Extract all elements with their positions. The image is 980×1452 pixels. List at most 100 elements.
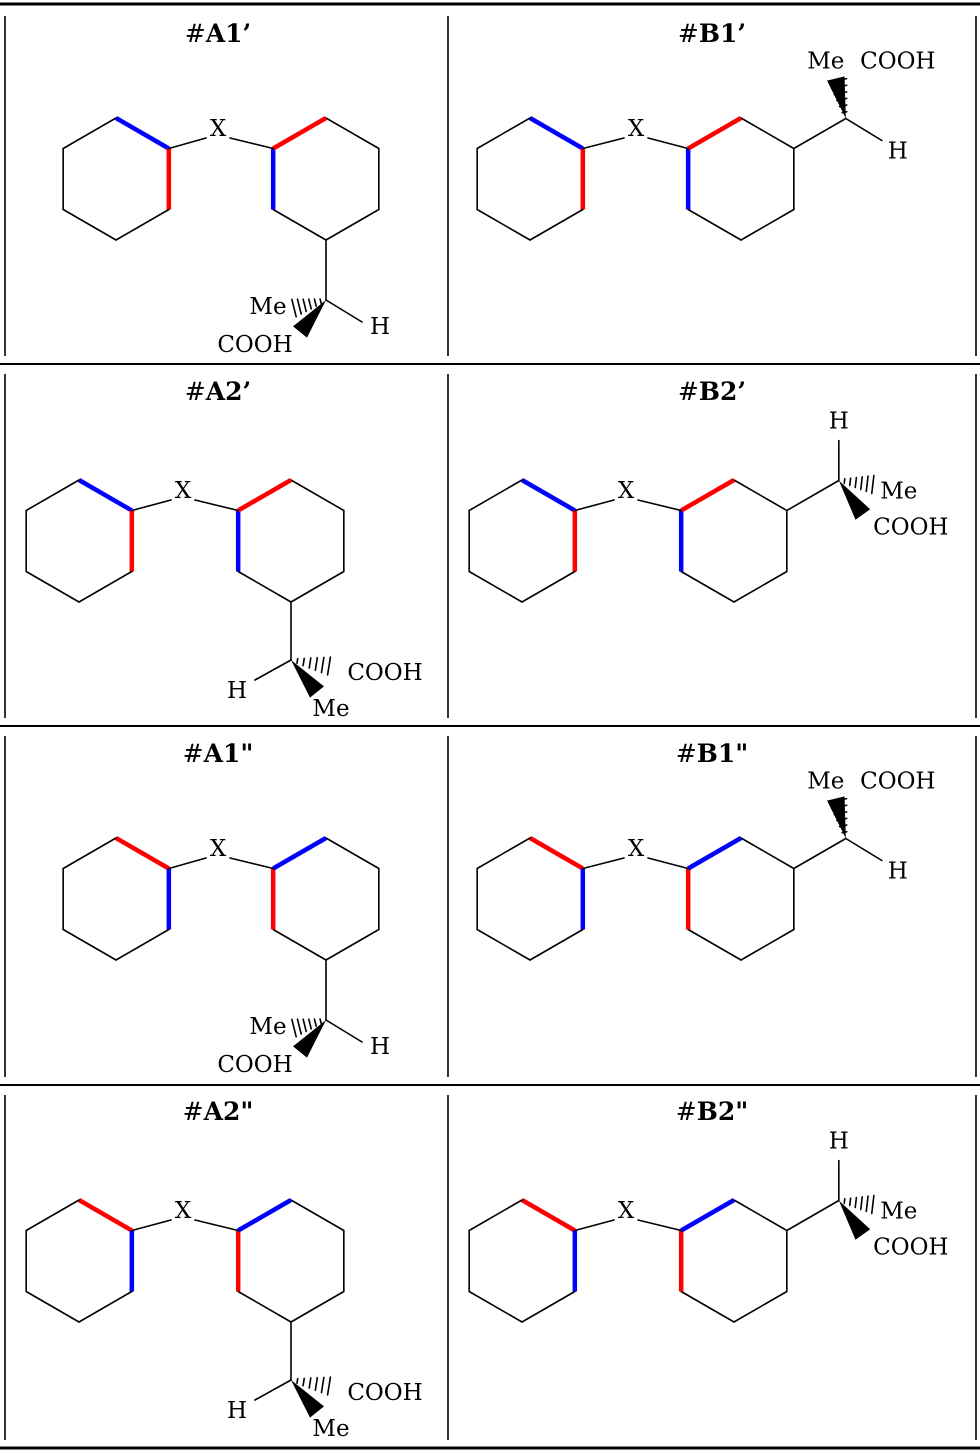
linker-x-label: X (210, 836, 227, 862)
cell-title: #B1" (676, 739, 749, 768)
right-ring-bond (325, 837, 380, 870)
hashed-wedge-line (296, 298, 302, 315)
cell-title: #B2’ (678, 377, 746, 406)
right-ring-bond (237, 570, 292, 603)
hashed-wedge-line (320, 1376, 325, 1394)
hashed-wedge-line (319, 298, 323, 305)
hashed-wedge-line (319, 1018, 323, 1025)
cell-title: #B1’ (678, 19, 746, 48)
left-ring-bond (529, 208, 584, 241)
title-label: B1’ (699, 19, 746, 48)
hashed-wedge-line (843, 1198, 846, 1205)
hashed-wedge-line (870, 1194, 875, 1215)
carboxyl-label: COOH (217, 332, 292, 358)
left-ring-bond (476, 928, 531, 961)
left-ring-bond (62, 837, 117, 870)
hydrogen-bond (254, 659, 292, 681)
hydrogen-label: H (888, 139, 908, 165)
hashed-wedge-line (302, 1018, 308, 1033)
hydrogen-bond (845, 837, 883, 862)
hashed-wedge-line (854, 1196, 858, 1209)
title-label: A1’ (205, 19, 252, 48)
solid-wedge (293, 300, 326, 338)
left-ring-bond (78, 1290, 133, 1323)
linker-x-label: X (210, 116, 227, 142)
linker-bond-left (131, 499, 172, 512)
title-prefix: # (676, 1097, 697, 1126)
hashed-wedge-line (870, 474, 875, 495)
cell-title: #A2’ (185, 377, 251, 406)
solid-wedge (838, 1200, 871, 1240)
carboxyl-label: COOH (347, 660, 422, 686)
linker-bond-right (194, 1219, 239, 1232)
right-ring-bond-colored (272, 836, 328, 871)
left-ring-bond (115, 928, 170, 961)
hashed-wedge-line (302, 657, 306, 667)
right-ring-bond (290, 1199, 345, 1232)
right-ring-bond (680, 1290, 735, 1323)
linker-bond-left (574, 499, 615, 512)
substituent-bond (786, 479, 840, 512)
right-ring-bond (290, 479, 345, 512)
cell-title: #B2" (676, 1097, 749, 1126)
left-ring-bond (25, 1290, 80, 1323)
hydrogen-label: H (888, 859, 908, 885)
hashed-wedge-line (320, 656, 325, 674)
cell-title: #A1" (183, 739, 254, 768)
title-prefix: # (678, 19, 699, 48)
left-ring-bond-colored (114, 116, 170, 151)
right-ring-bond (740, 928, 795, 961)
left-ring-bond (62, 117, 117, 150)
hydrogen-bond (845, 117, 883, 142)
hashed-wedge-line (326, 1376, 332, 1396)
linker-bond-left (168, 857, 207, 870)
left-ring-bond-colored (520, 1198, 576, 1233)
right-ring-bond (740, 837, 795, 870)
right-ring-bond-colored (272, 116, 328, 151)
hashed-wedge-line (314, 656, 319, 672)
methyl-label: Me (249, 1014, 286, 1040)
right-ring-bond (740, 117, 795, 150)
carboxyl-label: COOH (217, 1052, 292, 1078)
right-ring-bond (237, 1290, 292, 1323)
right-ring-bond (687, 208, 742, 241)
linker-bond-left (131, 1219, 172, 1232)
hashed-wedge-line (326, 656, 332, 676)
solid-wedge (838, 480, 871, 520)
left-ring-bond (476, 208, 531, 241)
solid-wedge (293, 1020, 326, 1058)
hydrogen-label: H (370, 314, 390, 340)
hashed-wedge-line (843, 478, 846, 485)
right-ring-bond (290, 570, 345, 603)
title-prefix: # (183, 1097, 204, 1126)
left-ring-bond (468, 570, 523, 603)
methyl-label: Me (807, 769, 844, 795)
hashed-wedge-line (291, 298, 297, 318)
methyl-label: Me (807, 49, 844, 75)
substituent-bond (793, 117, 847, 150)
hydrogen-label: H (829, 409, 849, 435)
title-prefix: # (676, 739, 697, 768)
linker-bond-left (168, 137, 207, 150)
title-label: A1" (203, 739, 254, 768)
linker-bond-right (229, 857, 274, 870)
methyl-label: Me (312, 1416, 349, 1442)
hashed-wedge-line (859, 476, 864, 491)
left-ring-bond (25, 1199, 80, 1232)
hashed-wedge-line (296, 1018, 302, 1035)
linker-x-label: X (628, 116, 645, 142)
hashed-wedge-line (865, 475, 869, 493)
right-ring-bond (733, 1199, 788, 1232)
left-ring-bond (62, 928, 117, 961)
hashed-wedge-line (313, 298, 318, 308)
right-ring-bond-colored (680, 1198, 736, 1233)
right-ring-bond (733, 1290, 788, 1323)
hashed-wedge-line (307, 298, 313, 310)
linker-bond-right (637, 499, 682, 512)
